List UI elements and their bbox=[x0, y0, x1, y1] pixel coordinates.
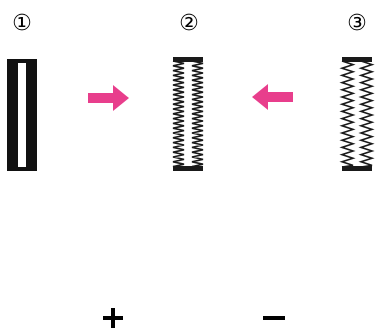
step-number-2: ② bbox=[179, 11, 199, 36]
buttonhole-3 bbox=[339, 57, 375, 171]
arrow-left-icon bbox=[252, 84, 293, 110]
plus-sign bbox=[103, 308, 123, 328]
buttonhole-2 bbox=[172, 57, 204, 171]
buttonhole-1 bbox=[7, 59, 37, 171]
step-number-1: ① bbox=[12, 11, 32, 36]
arrow-right-icon bbox=[88, 85, 129, 111]
step-number-3: ③ bbox=[347, 11, 367, 36]
minus-sign bbox=[263, 316, 285, 320]
